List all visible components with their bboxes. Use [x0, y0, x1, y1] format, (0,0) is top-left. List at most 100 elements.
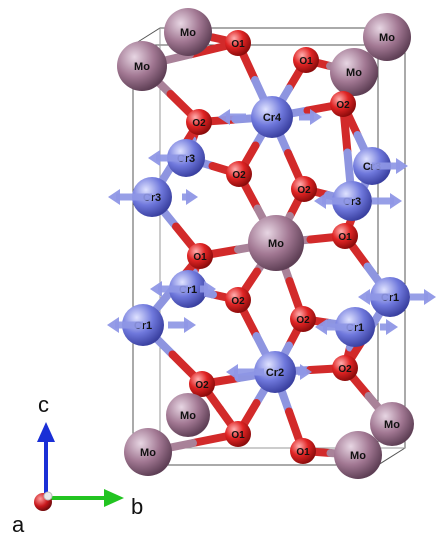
spin-arrow-icon [107, 317, 143, 333]
mo-atom-sphere [363, 13, 411, 61]
o-atom-sphere [187, 243, 213, 269]
a-axis-label: a [12, 512, 25, 536]
mo-atom-sphere [164, 8, 212, 56]
atom-label: Mo [134, 61, 150, 73]
atom-o1: O1 [290, 438, 316, 464]
atom-label: Cr4 [263, 112, 282, 124]
o-atom-sphere [293, 47, 319, 73]
atom-label: O1 [193, 252, 207, 263]
atom-o1: O1 [187, 243, 213, 269]
mo-atom-sphere [330, 48, 378, 96]
atom-label: O2 [232, 170, 246, 181]
spin-arrow-icon [315, 319, 355, 335]
atom-o1: O1 [332, 223, 358, 249]
atom-mo: Mo [363, 13, 411, 61]
cr-atom-sphere [254, 351, 296, 393]
spin-arrow-icon [299, 109, 322, 125]
mo-atom-sphere [334, 431, 382, 479]
atom-label: O1 [296, 447, 310, 458]
atom-label: Cr2 [266, 367, 284, 379]
spin-arrow-icon [372, 158, 408, 174]
axis-indicator: c b a [12, 392, 143, 536]
atom-label: O2 [192, 118, 206, 129]
o-atom-sphere [290, 438, 316, 464]
spin-arrow-icon [372, 193, 402, 209]
atom-label: O1 [231, 430, 245, 441]
c-axis-arrowhead-icon [37, 422, 55, 442]
c-axis-label: c [38, 392, 49, 417]
mo-atom-sphere [166, 393, 210, 437]
o-atom-sphere [189, 371, 215, 397]
atom-o1: O1 [293, 47, 319, 73]
atom-label: O1 [338, 232, 352, 243]
spin-arrow-icon [108, 189, 152, 205]
atom-label: Mo [180, 410, 196, 422]
o-atom-sphere [332, 223, 358, 249]
atom-label: O2 [231, 296, 245, 307]
spin-arrow-icon [182, 189, 198, 205]
atom-o2: O2 [291, 176, 317, 202]
spin-arrow-icon [150, 281, 188, 297]
atom-mo: Mo [370, 402, 414, 446]
atom-label: Mo [268, 238, 284, 250]
atom-mo: Mo [124, 428, 172, 476]
atom-label: Mo [379, 32, 395, 44]
atom-label: O2 [195, 380, 209, 391]
atom-mo: Mo [166, 393, 210, 437]
spin-arrow-icon [380, 319, 398, 335]
atoms-layer: MoMoO1O1MoMoO2Cr4O2Cr3Cr3O2O2Cr3Cr3MoO1O… [117, 8, 414, 479]
atom-label: Mo [140, 447, 156, 459]
atom-label: Mo [384, 419, 400, 431]
spin-arrow-icon [218, 109, 246, 125]
spin-arrow-icon [410, 289, 436, 305]
o-atom-sphere [226, 161, 252, 187]
o-atom-sphere [291, 176, 317, 202]
spin-arrows-layer [107, 109, 436, 380]
atom-label: Mo [346, 67, 362, 79]
atom-label: O2 [297, 185, 311, 196]
o-atom-sphere [225, 421, 251, 447]
atom-o2: O2 [330, 91, 356, 117]
atom-o1: O1 [225, 30, 251, 56]
o-atom-sphere [330, 91, 356, 117]
spin-arrow-icon [358, 289, 390, 305]
atom-o2: O2 [225, 287, 251, 313]
mo-atom-sphere [370, 402, 414, 446]
spin-arrow-icon [168, 317, 196, 333]
atom-label: O2 [296, 315, 310, 326]
o-atom-sphere [332, 355, 358, 381]
atom-label: O2 [336, 100, 350, 111]
spin-arrow-icon [200, 281, 216, 297]
atom-mo: Mo [248, 215, 304, 271]
atom-o2: O2 [186, 109, 212, 135]
mo-atom-sphere [117, 41, 167, 91]
b-axis-label: b [131, 494, 143, 519]
atom-o1: O1 [225, 421, 251, 447]
atom-mo: Mo [164, 8, 212, 56]
spin-arrow-icon [298, 364, 312, 380]
atom-mo: Mo [334, 431, 382, 479]
b-axis-arrowhead-icon [104, 489, 124, 507]
o-atom-sphere [225, 287, 251, 313]
o-atom-sphere [290, 306, 316, 332]
atom-label: Mo [350, 450, 366, 462]
spin-arrow-icon [226, 364, 264, 380]
spin-arrow-icon [314, 193, 352, 209]
atom-label: Mo [180, 27, 196, 39]
atom-cr2: Cr2 [254, 351, 296, 393]
atom-o2: O2 [332, 355, 358, 381]
atom-label: O2 [338, 364, 352, 375]
atom-o2: O2 [226, 161, 252, 187]
atom-label: O1 [299, 56, 313, 67]
atom-o2: O2 [290, 306, 316, 332]
o-atom-sphere [186, 109, 212, 135]
spin-arrow-icon [148, 150, 186, 166]
atom-cr4: Cr4 [251, 96, 293, 138]
atom-label: O1 [231, 39, 245, 50]
atom-o2: O2 [189, 371, 215, 397]
atom-mo: Mo [330, 48, 378, 96]
o-atom-sphere [225, 30, 251, 56]
mo-atom-sphere [248, 215, 304, 271]
cr-atom-sphere [251, 96, 293, 138]
